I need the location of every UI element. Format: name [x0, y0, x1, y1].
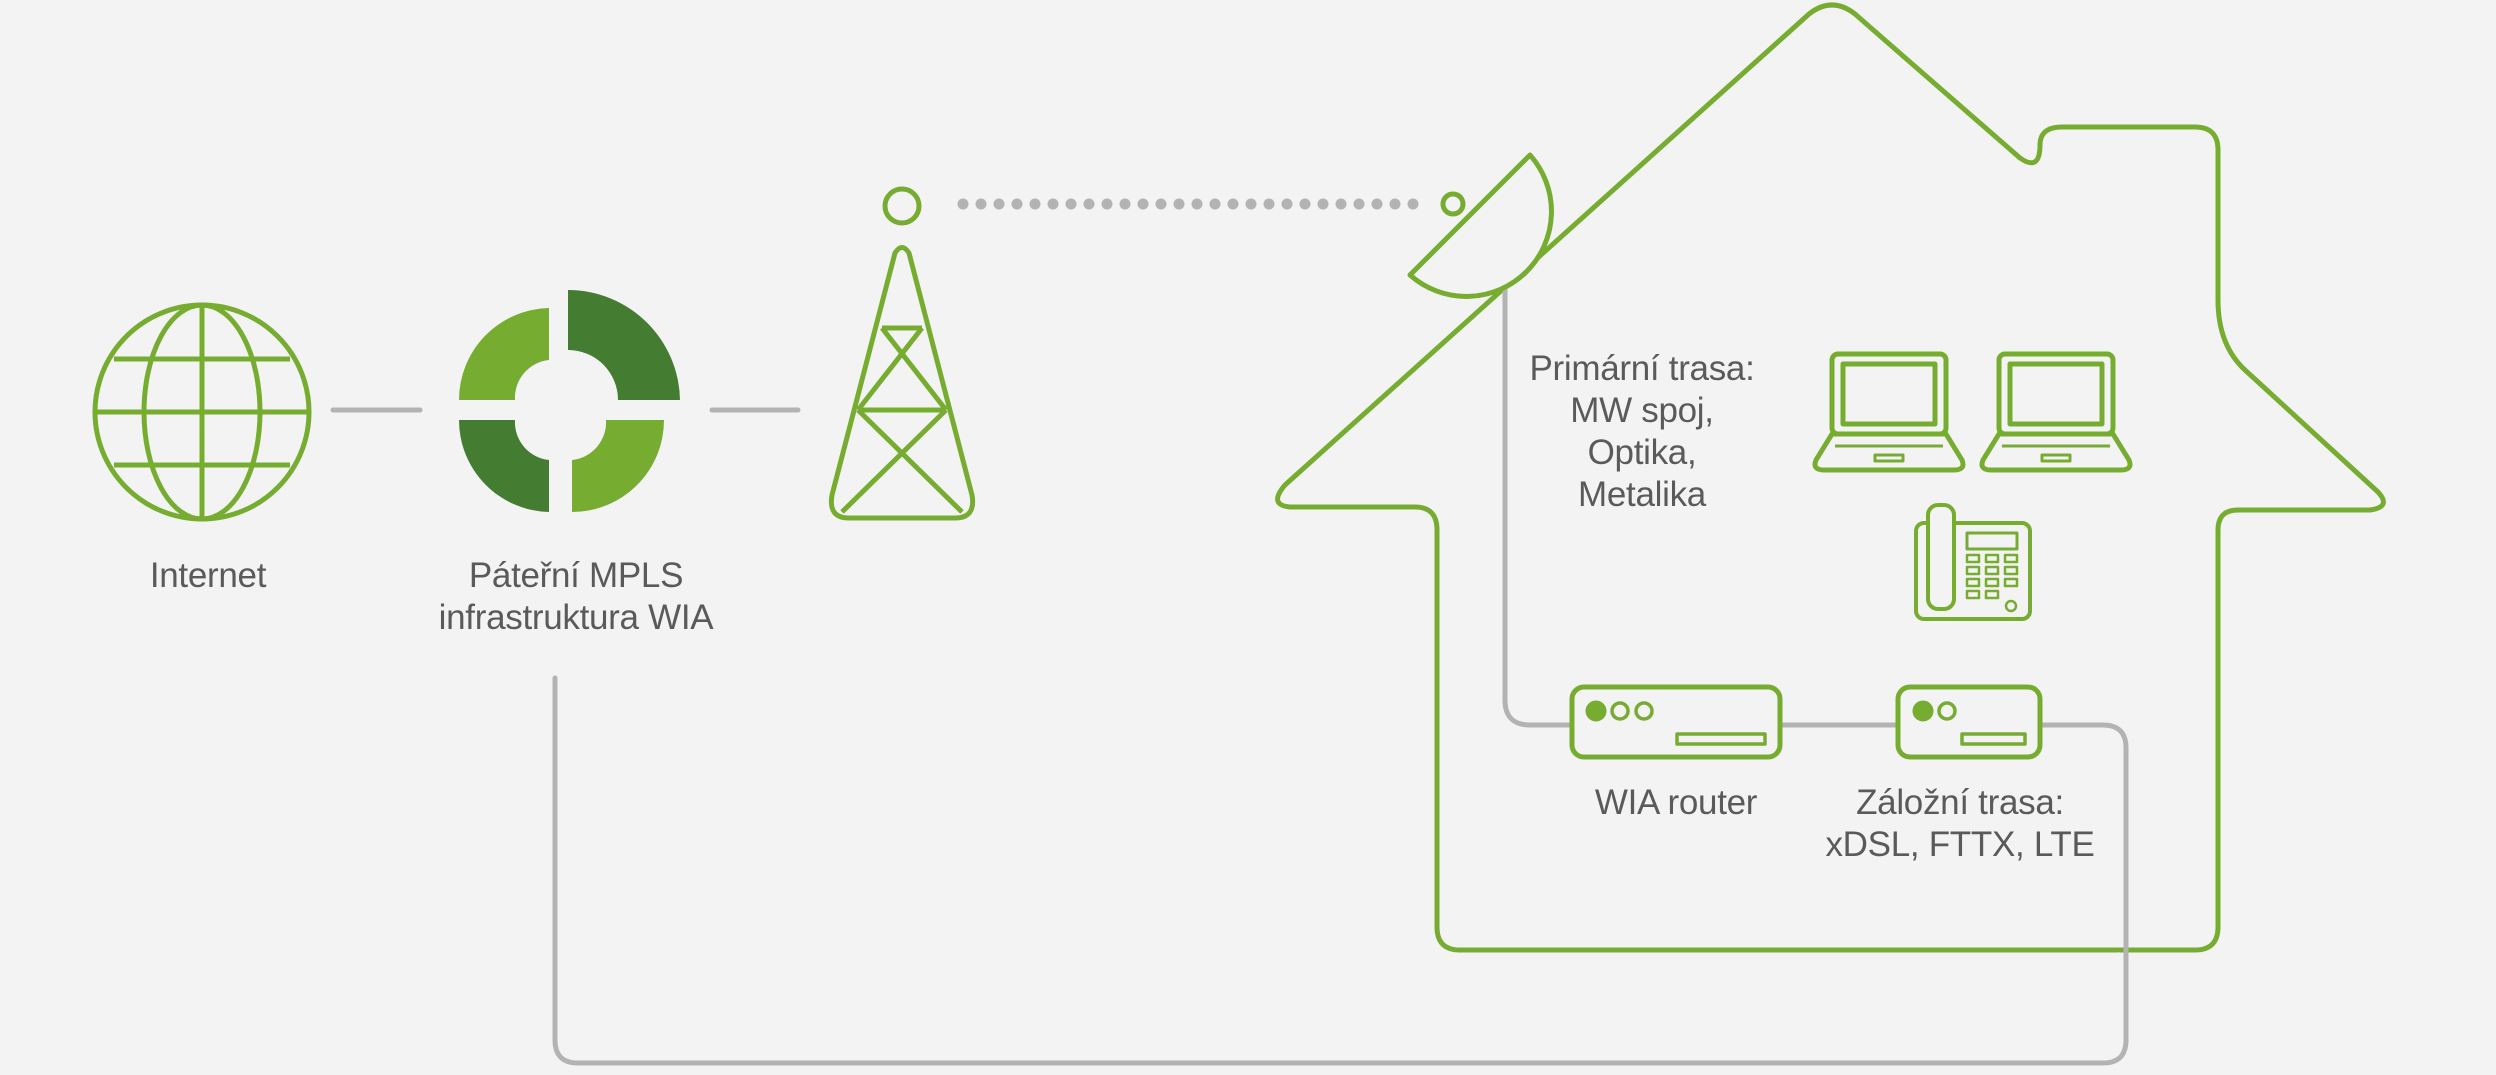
primary-route-line2: MW spoj,	[1570, 391, 1714, 430]
laptop-icon	[1812, 351, 1966, 473]
backbone-label-line2: infrastruktura WIA	[438, 598, 714, 637]
primary-route-line4: Metalika	[1578, 475, 1706, 514]
laptop-icon	[1979, 351, 2133, 473]
connectors	[330, 267, 2129, 1066]
globe-icon	[92, 302, 312, 522]
connector-dish-router	[1502, 267, 1575, 728]
primary-route-line3: Optika,	[1587, 433, 1697, 472]
mpls-backbone-icon	[459, 290, 680, 512]
backbone-label-line1: Páteřní MPLS	[468, 556, 684, 595]
connector-backup-backbone	[552, 675, 2129, 1066]
backup-route-line2: xDSL, FTTX, LTE	[1825, 825, 2095, 864]
house-outline	[1275, 2, 2386, 953]
label-primary-route: Primární trasa: MW spoj, Optika, Metalik…	[1512, 348, 1772, 516]
wia-router-icon	[1569, 684, 1783, 760]
label-backup-route: Záložní trasa: xDSL, FTTX, LTE	[1810, 782, 2110, 866]
internet-label-text: Internet	[149, 556, 267, 595]
satellite-dish-icon	[1407, 152, 1554, 299]
microwave-link	[957, 198, 1419, 210]
desk-phone-icon	[1914, 503, 2032, 621]
label-wia-router: WIA router	[1556, 782, 1796, 824]
label-internet: Internet	[102, 555, 314, 597]
primary-route-line1: Primární trasa:	[1529, 349, 1755, 388]
backup-route-line1: Záložní trasa:	[1856, 783, 2064, 822]
wia-router-label-text: WIA router	[1594, 783, 1758, 822]
radio-tower-icon	[828, 186, 976, 521]
label-backbone: Páteřní MPLS infrastruktura WIA	[400, 555, 752, 639]
backup-router-icon	[1895, 684, 2043, 760]
